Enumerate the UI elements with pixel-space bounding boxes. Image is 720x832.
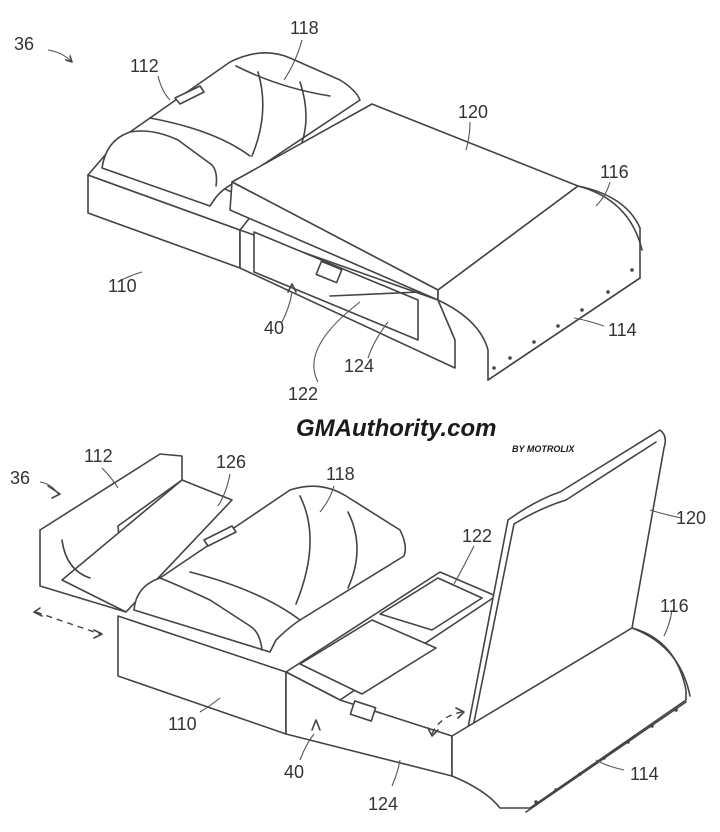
label-110: 110 — [108, 276, 137, 296]
slide-arrow-head-left — [33, 607, 43, 617]
leader-118 — [283, 39, 303, 81]
label-40-b: 40 — [284, 762, 304, 782]
leader-124-b — [391, 759, 401, 787]
tray-112-floor — [61, 479, 233, 613]
label-122-b: 122 — [462, 526, 492, 546]
leader-120-b — [649, 509, 683, 519]
lid-inner-edge — [471, 441, 657, 733]
leader-122 — [313, 301, 361, 383]
pivot-arrow-head-a — [427, 727, 439, 737]
latch-126 — [203, 525, 237, 547]
watermark: GMAuthority.com BY MOTROLIX — [296, 415, 575, 454]
label-120-b: 120 — [676, 508, 706, 528]
cushion-ridge — [129, 130, 218, 187]
label-112: 112 — [130, 56, 159, 76]
label-120: 120 — [458, 102, 488, 122]
arrow-36 — [65, 55, 73, 63]
cushion-ridge-2 — [159, 577, 263, 651]
leader-120 — [465, 121, 471, 151]
slide-arrow — [35, 611, 101, 635]
drawer-slot — [329, 291, 421, 297]
leader-114-b — [595, 759, 625, 771]
leader-116-b — [663, 609, 673, 637]
figure-2: 36 112 126 118 122 120 116 110 40 114 12… — [10, 429, 706, 814]
rear-bottom-edge — [487, 277, 641, 381]
label-124-b: 124 — [368, 794, 398, 814]
rivets-fig1 — [492, 268, 634, 370]
rear-curve-2 — [631, 627, 691, 697]
leader-114 — [573, 317, 605, 327]
figure-1: 36 112 118 120 116 110 40 114 124 122 — [14, 18, 643, 404]
tray-curve — [61, 539, 91, 579]
leader-112-b — [101, 467, 119, 489]
leader-126 — [217, 473, 231, 507]
slide-arrow-head-right — [93, 629, 103, 639]
cushion-118 — [133, 485, 407, 653]
rear-body-2 — [451, 627, 687, 809]
leader-116 — [595, 181, 611, 207]
drawer-124 — [253, 231, 419, 341]
label-118-b: 118 — [326, 464, 355, 484]
pivot-arrow — [431, 711, 463, 735]
ref-36: 36 — [14, 34, 34, 54]
rivets-fig2 — [534, 708, 678, 804]
cushion-seat-line-2 — [189, 571, 301, 621]
arrow-40 — [287, 283, 297, 293]
latch-112 — [174, 85, 205, 105]
leader-110 — [117, 271, 143, 283]
label-118: 118 — [290, 18, 319, 38]
cushion-top — [101, 52, 361, 207]
cushion-contour-4 — [347, 511, 358, 589]
label-40: 40 — [264, 318, 284, 338]
label-124: 124 — [344, 356, 374, 376]
label-116-b: 116 — [660, 596, 689, 616]
leader-112 — [157, 75, 171, 101]
arrow-40-b — [311, 719, 321, 731]
cushion-contour-3 — [295, 495, 311, 605]
leader-36 — [47, 49, 73, 63]
ref-36-b: 36 — [10, 468, 30, 488]
drawer-handle-2 — [349, 700, 377, 722]
watermark-byline: BY MOTROLIX — [512, 444, 575, 454]
rear-bottom-edge-2 — [525, 701, 687, 813]
watermark-brand: GMAuthority.com — [296, 415, 496, 442]
label-114-b: 114 — [630, 764, 659, 784]
leader-110-b — [199, 697, 221, 713]
label-110-b: 110 — [168, 714, 197, 734]
leader-36-b — [39, 481, 59, 495]
arrow-36-b — [47, 485, 61, 499]
leader-40 — [281, 291, 293, 323]
storage-compartment — [299, 619, 437, 695]
label-112-b: 112 — [84, 446, 113, 466]
label-114: 114 — [608, 320, 637, 340]
leader-124 — [367, 321, 389, 359]
storage-compartment-rear — [379, 577, 483, 631]
leader-122-b — [453, 545, 475, 585]
label-126: 126 — [216, 452, 246, 472]
leader-40-b — [299, 733, 315, 761]
cushion-contour-1 — [251, 71, 264, 157]
label-116: 116 — [600, 162, 629, 182]
leader-118-b — [319, 485, 335, 513]
cushion-seat-line — [149, 117, 251, 157]
cushion-back-line — [235, 65, 331, 97]
pivot-arrow-head-b — [455, 707, 465, 719]
label-122: 122 — [288, 384, 318, 404]
rear-curve — [577, 185, 643, 251]
drawer-handle — [315, 260, 343, 284]
